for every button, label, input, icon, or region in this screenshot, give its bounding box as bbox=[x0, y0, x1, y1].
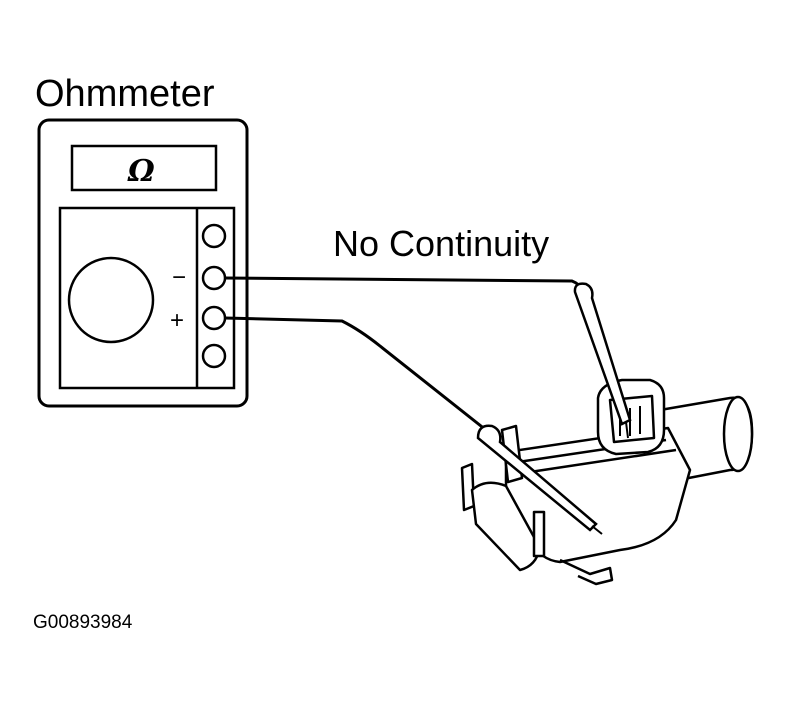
negative-probe bbox=[573, 282, 632, 426]
positive-terminal-label: + bbox=[170, 307, 184, 334]
no-continuity-label: No Continuity bbox=[333, 223, 549, 264]
positive-probe-tip bbox=[591, 525, 603, 535]
valve-cylinder-end bbox=[722, 395, 754, 473]
negative-terminal-label: − bbox=[172, 264, 186, 291]
vacuum-switching-valve-icon bbox=[460, 378, 754, 586]
negative-test-lead bbox=[224, 276, 586, 293]
valve-port-1 bbox=[460, 462, 476, 512]
terminal-jack-negative bbox=[201, 265, 227, 291]
ohmmeter-icon: Ω − + bbox=[37, 118, 249, 408]
figure-code: G00893984 bbox=[33, 612, 133, 633]
terminal-jack-1 bbox=[201, 223, 227, 249]
terminal-jack-positive bbox=[201, 305, 227, 331]
valve-side-tab bbox=[532, 510, 546, 558]
valve-bracket bbox=[559, 558, 614, 586]
positive-test-lead bbox=[224, 316, 487, 432]
test-probe-icon bbox=[476, 282, 632, 535]
ohm-symbol: Ω bbox=[127, 154, 155, 189]
ohmmeter-display bbox=[70, 144, 218, 192]
terminal-jack-4 bbox=[201, 343, 227, 369]
valve-body-ridge bbox=[529, 448, 677, 474]
positive-probe bbox=[476, 424, 598, 532]
ohmmeter-title: Ohmmeter bbox=[35, 73, 215, 115]
rotary-dial-icon bbox=[67, 256, 155, 344]
negative-probe-tip bbox=[625, 421, 629, 439]
